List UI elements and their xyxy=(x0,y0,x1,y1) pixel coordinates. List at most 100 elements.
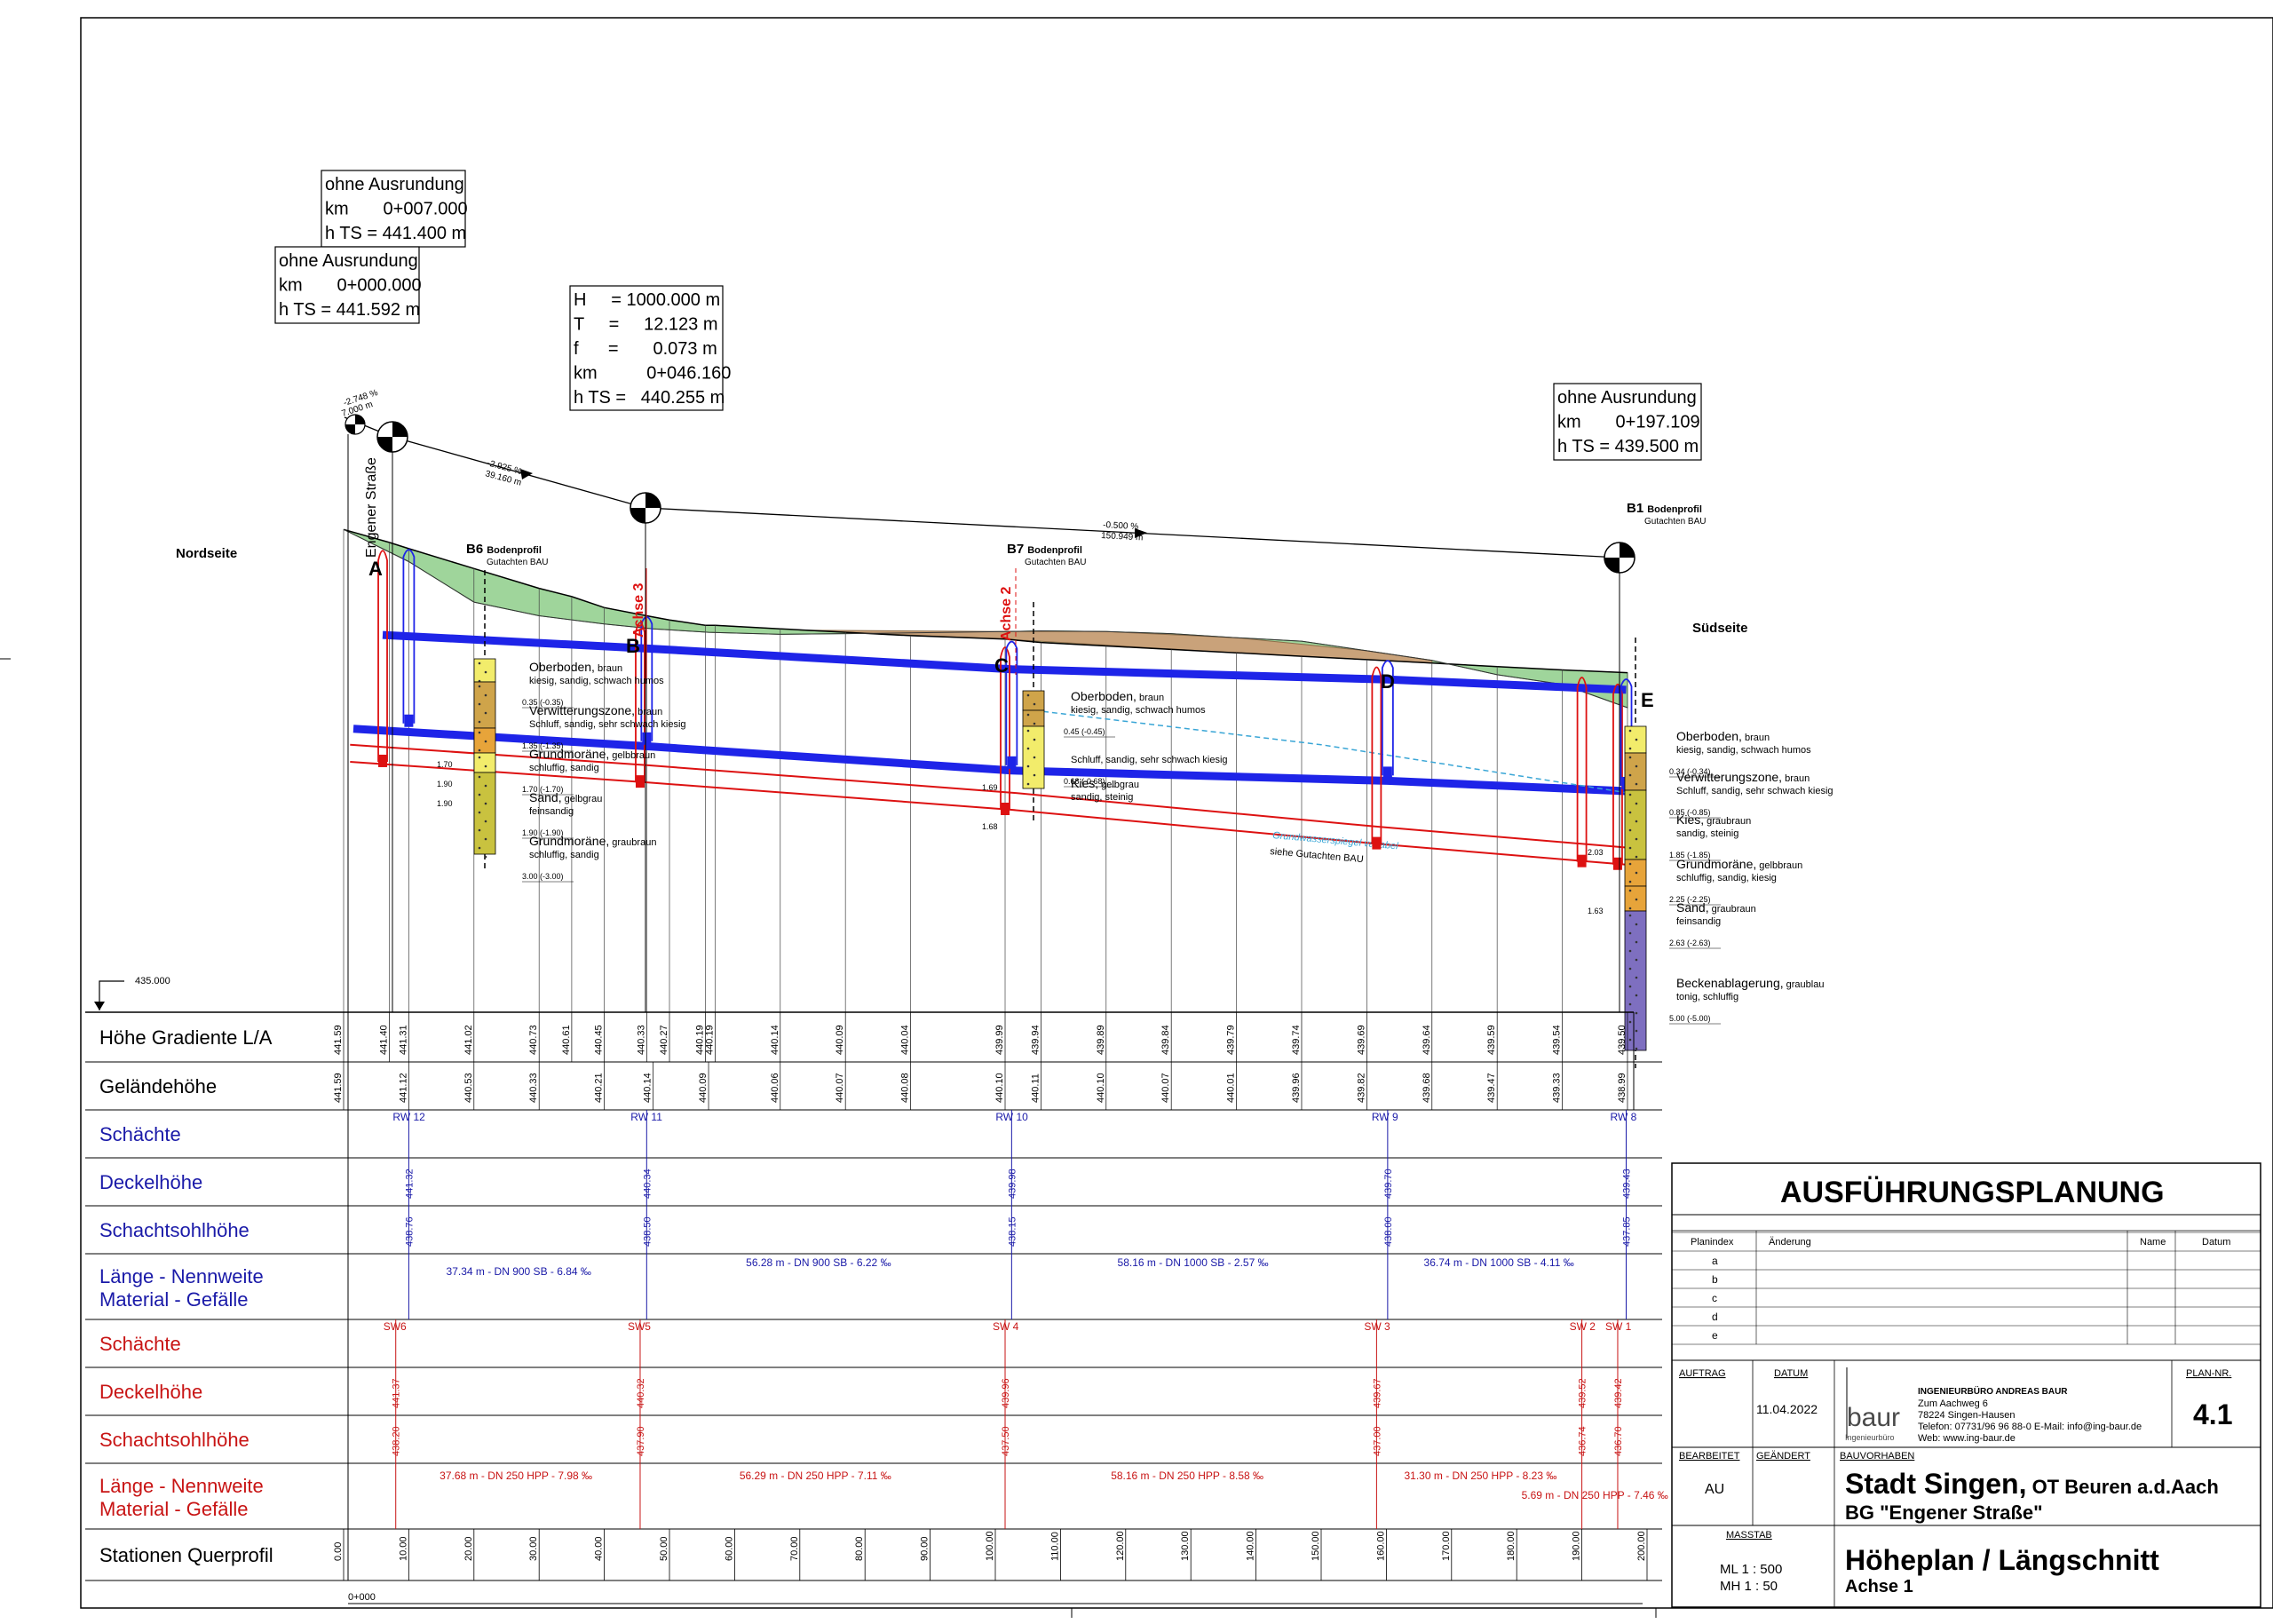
terrain-value: 440.07 xyxy=(1160,1073,1171,1103)
gradient-value: 439.54 xyxy=(1552,1025,1563,1055)
borehole-texture xyxy=(1635,923,1638,926)
layer-name: Grundmoräne, xyxy=(529,747,609,761)
point-label-C: C xyxy=(994,654,1009,677)
b6-side-depth: 1.90 xyxy=(437,780,453,788)
borehole-layer-name-2-1: Verwitterungszone,braun xyxy=(1676,770,1810,784)
sw-sohle: 436.74 xyxy=(1578,1426,1588,1456)
sw-shaft-name: SW 2 xyxy=(1570,1320,1596,1333)
borehole-texture xyxy=(484,855,487,859)
gradient-value: 441.40 xyxy=(378,1025,389,1055)
borehole-texture xyxy=(1628,793,1632,796)
rw-pipe-bottom xyxy=(352,725,1627,796)
borehole-texture xyxy=(1026,764,1030,768)
station-tick-label: 190.00 xyxy=(1572,1531,1582,1561)
terrain-value: 440.21 xyxy=(594,1073,605,1103)
gradient-value: 439.59 xyxy=(1486,1025,1497,1055)
layer-name: Kies, xyxy=(1071,776,1098,790)
borehole-texture xyxy=(1635,1029,1638,1033)
borehole-layer-name-0-4: Grundmoräne,graubraun xyxy=(529,834,656,848)
layer-extra: gelbgrau xyxy=(565,794,603,804)
layer-extra: graubraun xyxy=(612,837,656,848)
gradient-value: 440.27 xyxy=(659,1025,669,1055)
sw-sohle: 437.50 xyxy=(1001,1426,1011,1456)
borehole-layer-depth: 1.85 (-1.85) xyxy=(1669,851,1711,860)
borehole-layer-depth: 0.35 (-0.35) xyxy=(522,698,564,707)
layer-extra: braun xyxy=(598,663,622,674)
borehole-texture xyxy=(1033,702,1036,706)
layer-extra: graubraun xyxy=(1707,816,1751,827)
borehole-texture xyxy=(484,740,487,743)
station-tick-label: 0.00 xyxy=(333,1542,344,1561)
sw-deckel: 441.37 xyxy=(392,1378,402,1408)
pi-quadrant xyxy=(1620,543,1635,558)
borehole-layer-desc: kiesig, sandig, schwach humos xyxy=(1676,745,1811,756)
borehole-texture xyxy=(1628,1002,1632,1006)
bearbeitet-value: AU xyxy=(1705,1482,1724,1497)
terrain-value: 440.06 xyxy=(770,1073,780,1103)
borehole-texture xyxy=(1628,931,1632,935)
point-label-A: A xyxy=(368,558,383,580)
rw-shaft-name: RW 8 xyxy=(1611,1111,1637,1123)
rev-index: d xyxy=(1712,1311,1718,1323)
sw-shaft-name: SW 4 xyxy=(993,1320,1019,1333)
point-label-B: B xyxy=(626,635,640,657)
sw-shaft-name: SW6 xyxy=(384,1320,407,1333)
rw-deckel: 439.98 xyxy=(1007,1168,1018,1199)
rw-pipe-top xyxy=(382,630,1627,694)
borehole-layer-2-4 xyxy=(1624,885,1647,912)
borehole-texture xyxy=(484,837,487,841)
band-row-label-8: Schachtsohlhöhe xyxy=(99,1429,249,1451)
band-row-label-0: Höhe Gradiente L/A xyxy=(99,1026,273,1049)
pi-marker-3 xyxy=(1604,542,1635,574)
borehole-layer-name-2-5: Beckenablagerung,graublau xyxy=(1676,976,1824,990)
band-row-label-7: Deckelhöhe xyxy=(99,1381,202,1403)
borehole-layer-depth: 2.25 (-2.25) xyxy=(1669,895,1711,904)
gradient-value: 439.99 xyxy=(994,1025,1005,1055)
gradient-value: 440.33 xyxy=(636,1025,646,1055)
sw-shaft-4-base xyxy=(1577,854,1587,867)
col-aenderung: Änderung xyxy=(1769,1237,1811,1248)
slope-arrow xyxy=(520,469,533,479)
borehole-layer-depth: 0.45 (-0.45) xyxy=(1064,727,1105,736)
borehole-layer-name-0-0: Oberboden,braun xyxy=(529,660,622,674)
terrain-value: 439.96 xyxy=(1291,1073,1302,1103)
sw-pipe-top xyxy=(350,743,1627,849)
pi-quadrant xyxy=(630,508,645,523)
masstab-ml: ML 1 : 500 xyxy=(1720,1562,1782,1577)
borehole-texture xyxy=(1628,811,1632,814)
borehole-layer-0-1 xyxy=(473,681,496,729)
plan-nr-label: PLAN-NR. xyxy=(2186,1368,2231,1379)
station-tick-label: 20.00 xyxy=(463,1536,474,1561)
rw-section: 56.28 m - DN 900 SB - 6.22 ‰ xyxy=(746,1256,891,1269)
band-row-label-10: Stationen Querprofil xyxy=(99,1544,273,1566)
sw-deckel: 439.42 xyxy=(1613,1378,1624,1408)
rw-shaft-name: RW 12 xyxy=(392,1111,425,1123)
borehole-texture xyxy=(1033,773,1036,777)
title-block-frame xyxy=(1671,1162,2261,1608)
gradient-value: 439.74 xyxy=(1291,1025,1302,1055)
gradient-value: 439.94 xyxy=(1030,1025,1041,1055)
borehole-texture xyxy=(484,764,487,768)
bh-name: B1 xyxy=(1627,501,1643,516)
borehole-layer-depth: 2.63 (-2.63) xyxy=(1669,939,1711,947)
borehole-texture xyxy=(1635,1047,1638,1050)
masstab-label: MASSTAB xyxy=(1726,1530,1772,1541)
pi-marker-1 xyxy=(376,421,408,453)
terrain-value: 440.01 xyxy=(1226,1073,1237,1103)
band-row-label2-5: Material - Gefälle xyxy=(99,1288,249,1311)
band-row-label-9: Länge - Nennweite xyxy=(99,1475,264,1497)
borehole-texture xyxy=(1635,940,1638,944)
rw-deckel: 441.32 xyxy=(404,1168,415,1199)
borehole-texture xyxy=(478,731,481,734)
borehole-texture xyxy=(1033,738,1036,741)
gradient-value: 440.04 xyxy=(900,1025,911,1055)
achse3-label: Achse 3 xyxy=(631,583,646,638)
alignment-box-1 xyxy=(274,246,420,324)
borehole-layer-0-4 xyxy=(473,772,496,855)
borehole-texture xyxy=(484,693,487,697)
logo-sub: Ingenieurbüro xyxy=(1845,1433,1895,1442)
borehole-texture xyxy=(1635,764,1638,768)
alignment-box-line: km 0+007.000 xyxy=(325,200,468,219)
